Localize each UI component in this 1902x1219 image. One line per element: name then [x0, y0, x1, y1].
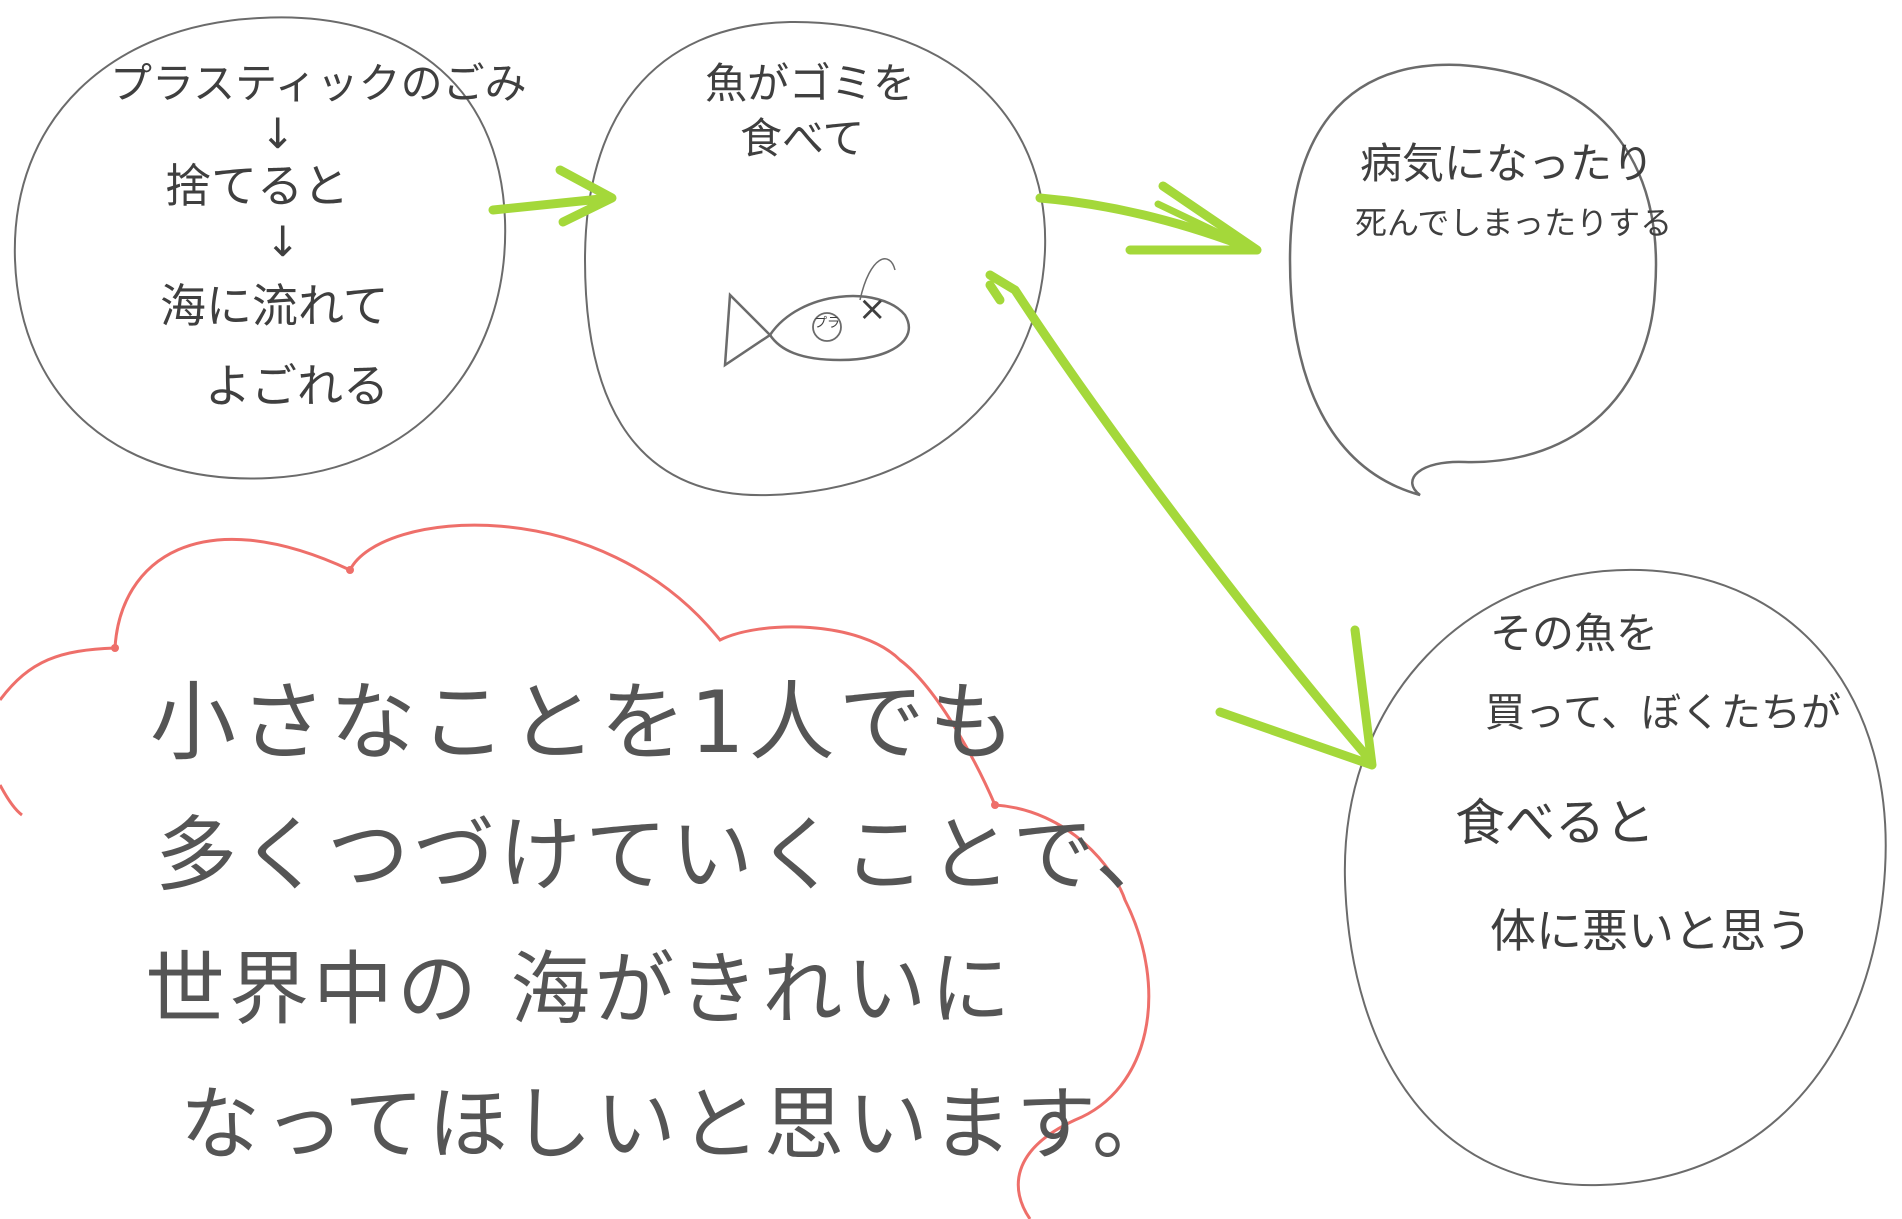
cloud-fragment-left	[0, 784, 23, 817]
cloud-message-line-2: 多くつづけていくことで、	[155, 808, 1182, 903]
fish-icon	[723, 258, 911, 368]
bubble-1-line-1: プラスティックのごみ	[110, 59, 527, 108]
bubble-3-line-2: 死んでしまったりする	[1355, 204, 1673, 242]
bubble-1-line-4: よごれる	[205, 359, 389, 413]
bubble-1-line-2: 捨てると	[165, 159, 349, 213]
bubble-1-arrow-2: ↓	[265, 217, 301, 266]
bubble-4-line-2: 買って、ぼくたちが	[1485, 690, 1841, 736]
bubble-2-outline	[583, 20, 1047, 497]
bubble-1-arrow-1: ↓	[260, 109, 296, 158]
speech-cloud-outline	[0, 523, 1151, 1219]
bubble-3-line-1: 病気になったり	[1360, 139, 1655, 188]
cloud-message-line-1: 小さなことを1人でも	[150, 673, 1019, 773]
cloud-message-line-4: なってほしいと思います。	[180, 1078, 1176, 1171]
flow-arrows	[488, 165, 1377, 770]
cloud-dot-2	[346, 566, 354, 574]
cloud-dot-1	[111, 644, 119, 652]
arrow-bubble2-to-bubble4	[985, 270, 1377, 770]
bubble-3-outline	[1288, 63, 1658, 497]
bubble-4-line-3: 食べると	[1455, 794, 1655, 852]
cloud-message-line-3: 世界中の 海がきれいに	[145, 943, 1015, 1036]
bubble-4-line-1: その魚を	[1490, 609, 1659, 658]
arrow-bubble1-to-bubble2	[488, 165, 617, 227]
bubble-2-line-2: 食べて	[740, 114, 865, 163]
fish-label: プラ	[814, 316, 841, 331]
fish-cross-mark: ×	[858, 289, 887, 329]
bubble-2-line-1: 魚がゴミを	[705, 59, 916, 108]
bubble-4-outline	[1343, 568, 1887, 1187]
bubble-4-line-4: 体に悪いと思う	[1490, 904, 1812, 958]
bubble-1-line-3: 海に流れて	[160, 279, 389, 333]
bubble-1-outline	[13, 16, 507, 480]
cloud-dot-3	[991, 801, 999, 809]
arrow-bubble2-to-bubble3	[1035, 181, 1262, 255]
